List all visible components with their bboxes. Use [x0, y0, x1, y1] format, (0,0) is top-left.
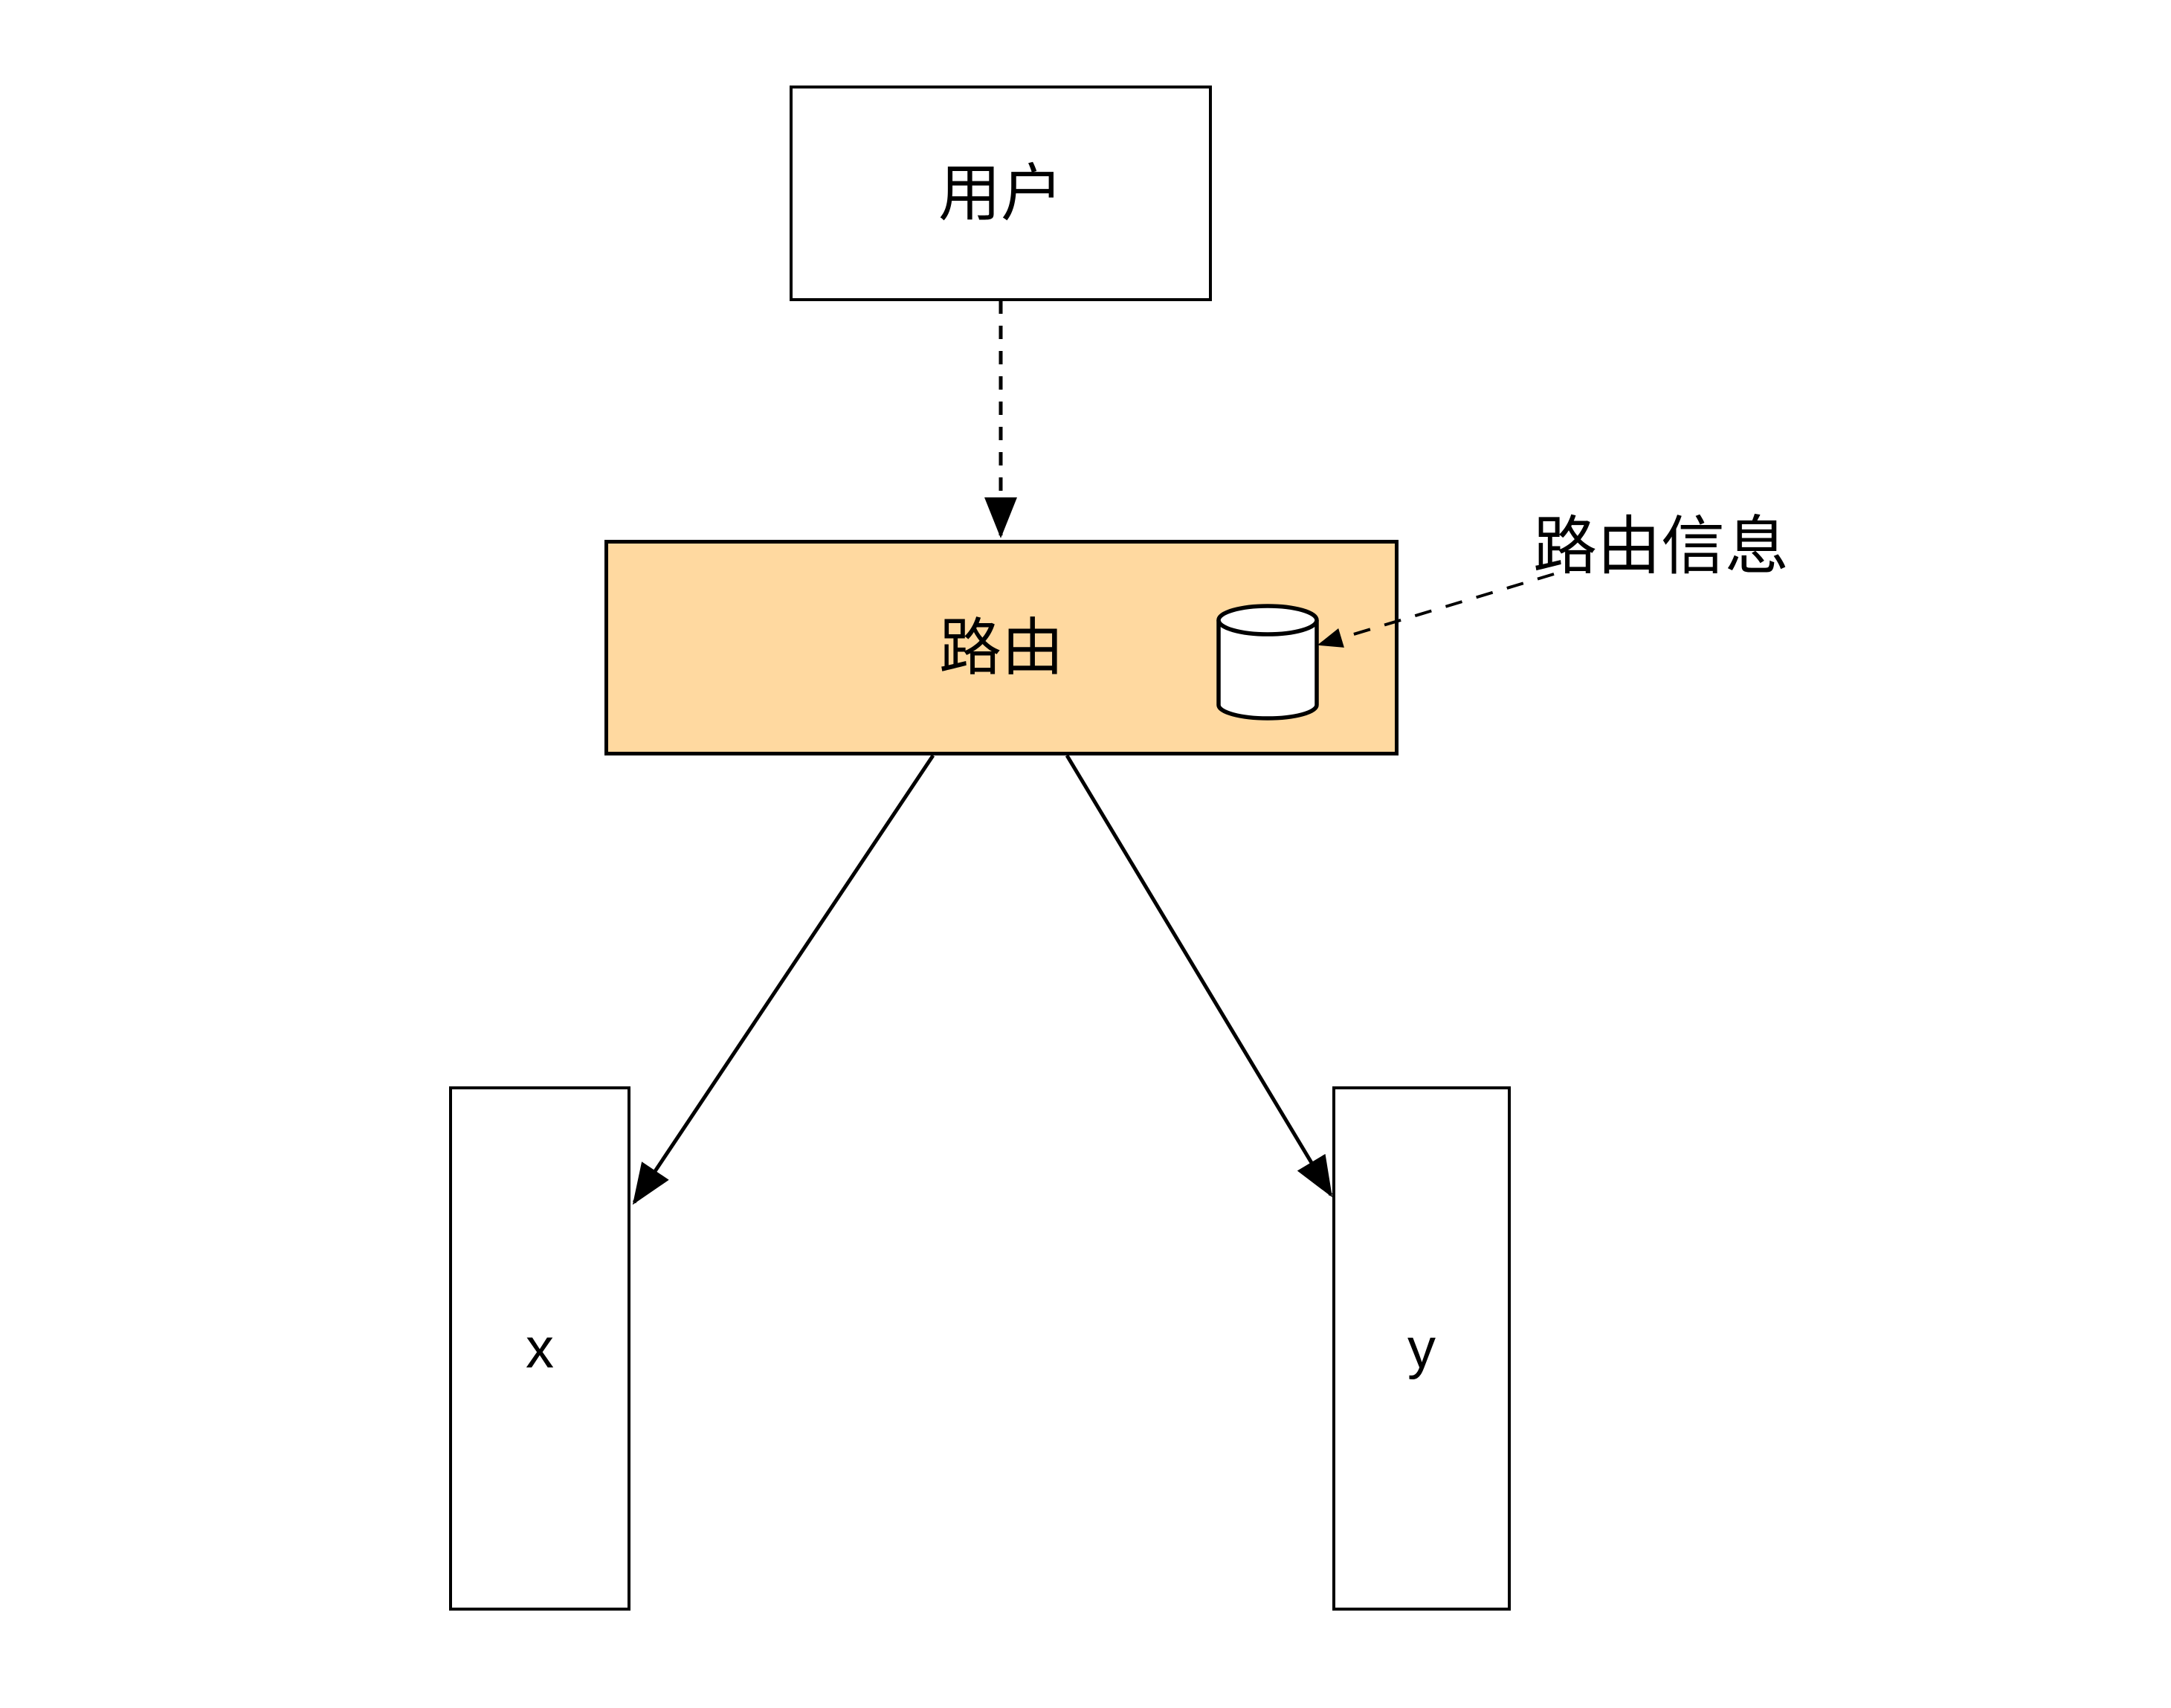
y-node-label: y [1407, 1316, 1436, 1380]
x-node: x [449, 1086, 630, 1611]
router-node: 路由 [604, 540, 1399, 755]
edge-router-to-x [632, 754, 935, 1205]
edge-router-to-y [1297, 1153, 1332, 1198]
router-node-label: 路由 [938, 612, 1064, 683]
user-node: 用户 [790, 86, 1212, 301]
routing-info-label: 路由信息 [1533, 511, 1789, 582]
edge-router-to-y-line [1065, 754, 1333, 1197]
user-node-label: 用户 [938, 158, 1063, 228]
x-node-label: x [526, 1316, 554, 1380]
y-node: y [1332, 1086, 1511, 1611]
